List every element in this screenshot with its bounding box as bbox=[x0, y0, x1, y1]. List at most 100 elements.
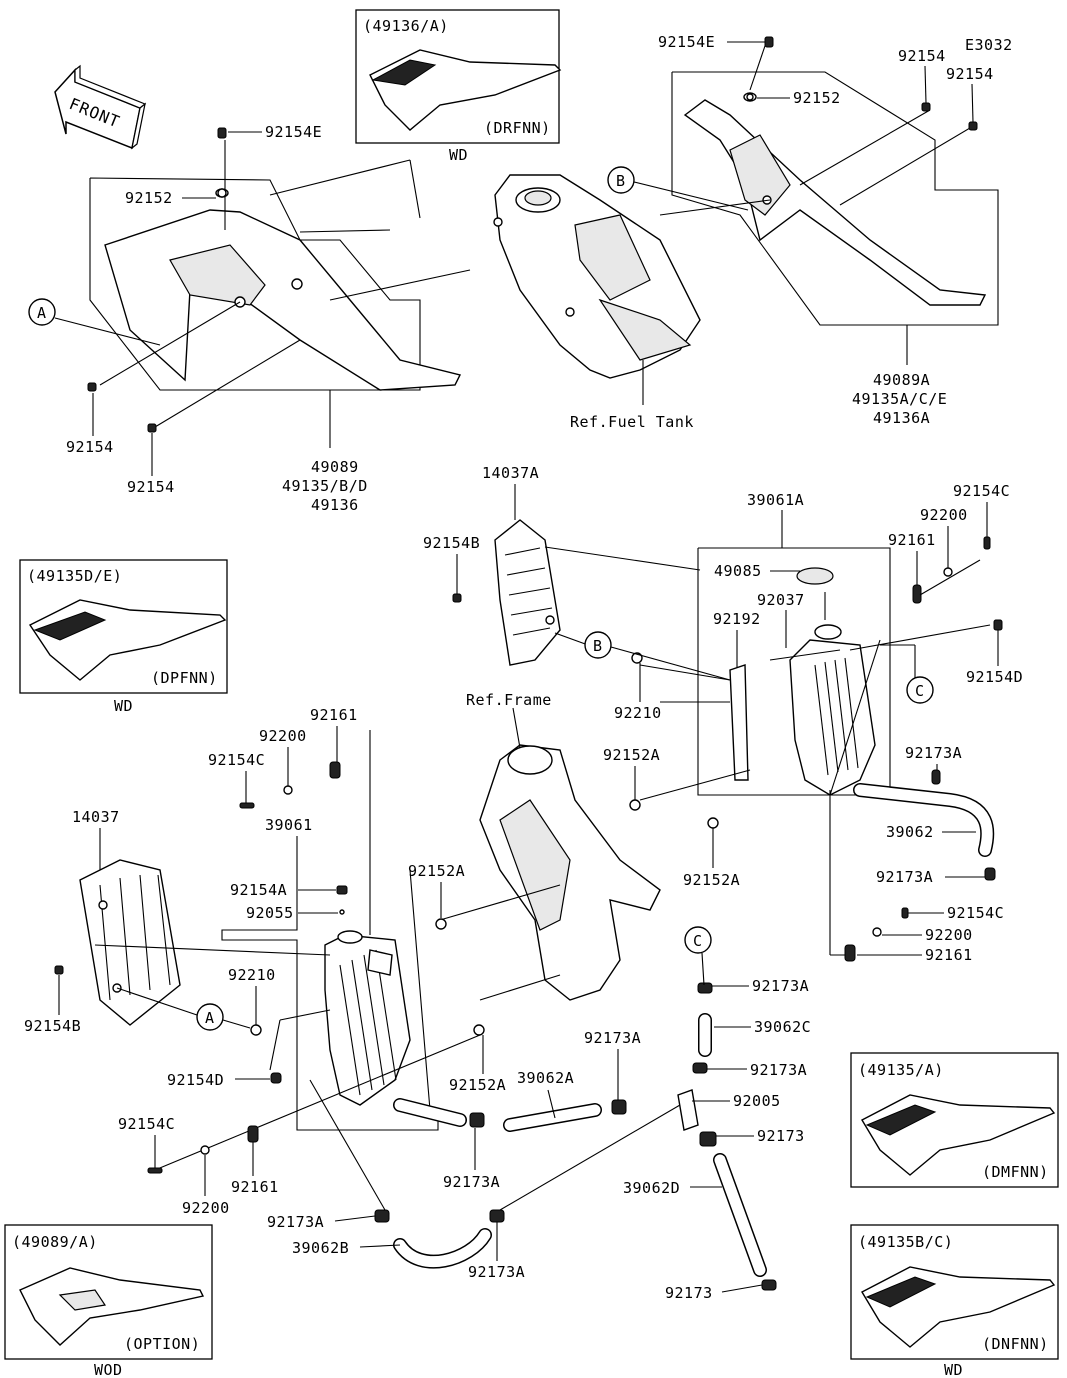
svg-text:92173A: 92173A bbox=[905, 744, 962, 762]
svg-text:92152A: 92152A bbox=[408, 862, 465, 880]
svg-text:92173A: 92173A bbox=[468, 1263, 525, 1281]
svg-text:39062D: 39062D bbox=[623, 1179, 680, 1197]
svg-text:(DNFNN): (DNFNN) bbox=[982, 1335, 1049, 1353]
svg-text:92200: 92200 bbox=[182, 1199, 230, 1217]
right-radiator-group bbox=[639, 547, 991, 956]
svg-text:(DPFNN): (DPFNN) bbox=[151, 669, 218, 687]
inset-49135bc: (49135B/C) (DNFNN) WD bbox=[850, 1224, 1059, 1378]
svg-text:39062C: 39062C bbox=[754, 1018, 811, 1036]
callout-a-left: A bbox=[28, 298, 161, 346]
part-labels: 92154E 92152 92154 92154 92154E 92152 92… bbox=[24, 33, 1023, 1302]
svg-text:92161: 92161 bbox=[925, 946, 973, 964]
left-radiator bbox=[324, 934, 411, 1106]
ref-fuel-tank-label: Ref.Fuel Tank bbox=[570, 413, 694, 431]
svg-text:49089A: 49089A bbox=[873, 371, 930, 389]
svg-text:(DMFNN): (DMFNN) bbox=[982, 1163, 1049, 1181]
radiator-guard-left bbox=[79, 859, 331, 1026]
svg-text:92192: 92192 bbox=[713, 610, 761, 628]
svg-text:B: B bbox=[616, 172, 626, 190]
fuel-tank: Ref.Fuel Tank bbox=[493, 174, 701, 431]
svg-text:39061: 39061 bbox=[265, 816, 313, 834]
svg-text:92152A: 92152A bbox=[603, 746, 660, 764]
svg-text:92200: 92200 bbox=[259, 727, 307, 745]
svg-text:92154C: 92154C bbox=[118, 1115, 175, 1133]
svg-text:(49135D/E): (49135D/E) bbox=[27, 567, 122, 585]
svg-text:(49135B/C): (49135B/C) bbox=[858, 1233, 953, 1251]
svg-text:92154C: 92154C bbox=[208, 751, 265, 769]
svg-text:C: C bbox=[915, 682, 925, 700]
svg-text:14037: 14037 bbox=[72, 808, 120, 826]
svg-text:49136A: 49136A bbox=[873, 409, 930, 427]
svg-text:A: A bbox=[37, 304, 47, 322]
svg-text:92055: 92055 bbox=[246, 904, 294, 922]
svg-text:B: B bbox=[593, 637, 603, 655]
svg-text:92154E: 92154E bbox=[265, 123, 322, 141]
svg-text:92154C: 92154C bbox=[947, 904, 1004, 922]
svg-text:39062B: 39062B bbox=[292, 1239, 349, 1257]
svg-text:92005: 92005 bbox=[733, 1092, 781, 1110]
svg-text:92154B: 92154B bbox=[24, 1017, 81, 1035]
svg-text:92154: 92154 bbox=[898, 47, 946, 65]
inset-49135de: (49135D/E) (DPFNN) WD bbox=[19, 559, 228, 715]
svg-text:92173A: 92173A bbox=[752, 977, 809, 995]
svg-text:49089: 49089 bbox=[311, 458, 359, 476]
svg-text:(49136/A): (49136/A) bbox=[363, 17, 449, 35]
svg-text:(49135/A): (49135/A) bbox=[858, 1061, 944, 1079]
svg-text:92037: 92037 bbox=[757, 591, 805, 609]
right-radiator bbox=[789, 639, 876, 796]
callout-b-top: B bbox=[607, 166, 749, 211]
svg-text:WOD: WOD bbox=[94, 1361, 123, 1378]
svg-text:92154C: 92154C bbox=[953, 482, 1010, 500]
svg-text:14037A: 14037A bbox=[482, 464, 539, 482]
svg-text:C: C bbox=[693, 932, 703, 950]
svg-text:92154D: 92154D bbox=[966, 668, 1023, 686]
callout-c-right: C bbox=[906, 676, 934, 704]
svg-text:A: A bbox=[205, 1009, 215, 1027]
svg-text:92161: 92161 bbox=[888, 531, 936, 549]
svg-text:92154: 92154 bbox=[66, 438, 114, 456]
svg-text:39062: 39062 bbox=[886, 823, 934, 841]
front-arrow-icon: FRONT bbox=[54, 64, 147, 150]
svg-text:39061A: 39061A bbox=[747, 491, 804, 509]
svg-text:92161: 92161 bbox=[310, 706, 358, 724]
inset-49136a: (49136/A) (DRFNN) WD bbox=[355, 9, 562, 164]
svg-text:92152A: 92152A bbox=[683, 871, 740, 889]
left-radiator-group bbox=[221, 730, 439, 1131]
svg-text:92200: 92200 bbox=[920, 506, 968, 524]
frame: Ref.Frame bbox=[466, 691, 661, 1001]
diagram-code: E3032 bbox=[965, 36, 1013, 54]
svg-text:49136: 49136 bbox=[311, 496, 359, 514]
svg-text:92152A: 92152A bbox=[449, 1076, 506, 1094]
svg-text:92200: 92200 bbox=[925, 926, 973, 944]
svg-text:49085: 49085 bbox=[714, 562, 762, 580]
callout-a-lower: A bbox=[116, 987, 251, 1031]
svg-text:92154: 92154 bbox=[946, 65, 994, 83]
svg-text:92154B: 92154B bbox=[423, 534, 480, 552]
svg-text:92173: 92173 bbox=[757, 1127, 805, 1145]
svg-text:49135/B/D: 49135/B/D bbox=[282, 477, 368, 495]
svg-text:WD: WD bbox=[114, 697, 133, 715]
callout-c-lower: C bbox=[684, 926, 712, 986]
inset-49089a: (49089/A) (OPTION) WOD bbox=[4, 1224, 213, 1378]
svg-text:92210: 92210 bbox=[614, 704, 662, 722]
svg-text:WD: WD bbox=[449, 146, 468, 164]
fastener-icons bbox=[54, 36, 1003, 1291]
ref-frame-label: Ref.Frame bbox=[466, 691, 552, 709]
radiator-guard-right bbox=[494, 519, 701, 666]
svg-text:49135A/C/E: 49135A/C/E bbox=[852, 390, 947, 408]
svg-text:WD: WD bbox=[944, 1361, 963, 1378]
left-shroud-group bbox=[89, 140, 471, 428]
svg-text:92152: 92152 bbox=[125, 189, 173, 207]
svg-text:92154: 92154 bbox=[127, 478, 175, 496]
right-shroud bbox=[683, 99, 987, 306]
svg-text:92154D: 92154D bbox=[167, 1071, 224, 1089]
inset-49135a: (49135/A) (DMFNN) bbox=[850, 1052, 1059, 1188]
svg-text:92173: 92173 bbox=[665, 1284, 713, 1302]
svg-text:92173A: 92173A bbox=[876, 868, 933, 886]
svg-text:39062A: 39062A bbox=[517, 1069, 574, 1087]
callout-b-mid: B bbox=[584, 631, 731, 681]
svg-text:92161: 92161 bbox=[231, 1178, 279, 1196]
svg-text:92173A: 92173A bbox=[443, 1173, 500, 1191]
svg-text:92152: 92152 bbox=[793, 89, 841, 107]
